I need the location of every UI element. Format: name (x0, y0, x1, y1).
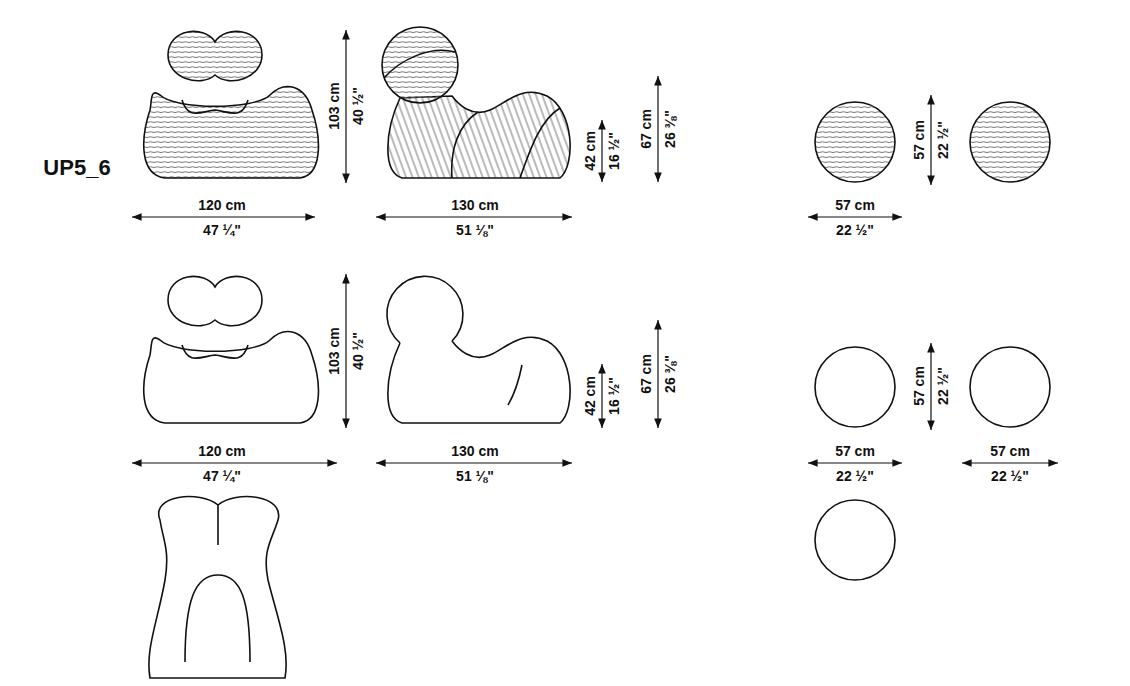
dimension-line (376, 216, 572, 217)
dimension-label: 51 ⅛" (456, 222, 494, 238)
dimension-label: 57 cm (990, 443, 1030, 459)
dimension-label: 42 cm (582, 376, 598, 416)
armchair-top (149, 497, 286, 678)
dimension-label: 130 cm (451, 197, 498, 213)
dimension-label: 22 ½" (991, 468, 1029, 484)
dimension-label: 22 ½" (935, 121, 951, 159)
dimension-line (962, 462, 1058, 463)
dimension-line (345, 30, 346, 183)
dimension-line (601, 120, 602, 182)
seat-curve (182, 100, 248, 113)
pouf-top (815, 500, 895, 580)
dimension-label: 103 cm (326, 82, 342, 129)
armchair-side-head-outline (387, 276, 463, 343)
dimension-label: 57 cm (835, 443, 875, 459)
dimension-line (601, 364, 602, 428)
dimension-label: 26 ⅜" (662, 355, 678, 393)
dimension-label: 57 cm (835, 197, 875, 213)
armchair-side-outline (388, 337, 570, 423)
armchair-front (144, 87, 319, 178)
head-band (384, 50, 455, 78)
armchair-head-outline (168, 276, 262, 325)
armchair-head (168, 31, 262, 80)
dimension-label: 42 cm (582, 131, 598, 171)
seat-curve (182, 345, 248, 358)
dimension-label: 47 ¼" (203, 468, 241, 484)
dimension-line (376, 462, 572, 463)
dimension-label: 16 ½" (606, 377, 622, 415)
dimension-line (657, 320, 658, 428)
cushion-split (217, 505, 219, 545)
pouf (970, 102, 1050, 182)
dimension-label: 120 cm (198, 443, 245, 459)
dimension-label: 22 ½" (836, 222, 874, 238)
dimension-label: 40 ½" (350, 87, 366, 125)
dimension-label: 22 ½" (935, 367, 951, 405)
dimension-label: 57 cm (911, 366, 927, 406)
dimension-line (808, 462, 902, 463)
dimension-label: 67 cm (638, 354, 654, 394)
dimension-label: 103 cm (326, 327, 342, 374)
dimension-label: 120 cm (198, 197, 245, 213)
armchair-side (388, 92, 570, 178)
seat-arch (185, 575, 250, 662)
model-code: UP5_6 (43, 156, 110, 180)
dimension-label: 67 cm (638, 109, 654, 149)
dimension-label: 57 cm (911, 120, 927, 160)
dimension-label: 130 cm (451, 443, 498, 459)
dimension-line (132, 462, 337, 463)
dimension-label: 47 ¼" (203, 222, 241, 238)
body-band (452, 108, 560, 178)
dimension-line (345, 274, 346, 428)
dimension-line (808, 216, 902, 217)
pouf-outline (815, 347, 895, 427)
fold-line (508, 365, 522, 405)
pouf (815, 102, 895, 182)
dimension-label: 22 ½" (836, 468, 874, 484)
pouf-outline (970, 347, 1050, 427)
dimension-line (930, 95, 931, 185)
dimension-line (132, 216, 315, 217)
dimension-label: 16 ½" (606, 132, 622, 170)
armchair-side-head (382, 27, 458, 103)
dimension-label: 40 ½" (350, 332, 366, 370)
dimension-line (930, 343, 931, 430)
dimension-label: 51 ⅛" (456, 468, 494, 484)
dimension-line (657, 76, 658, 182)
dimension-label: 26 ⅜" (662, 110, 678, 148)
armchair-front-outline (144, 332, 319, 423)
